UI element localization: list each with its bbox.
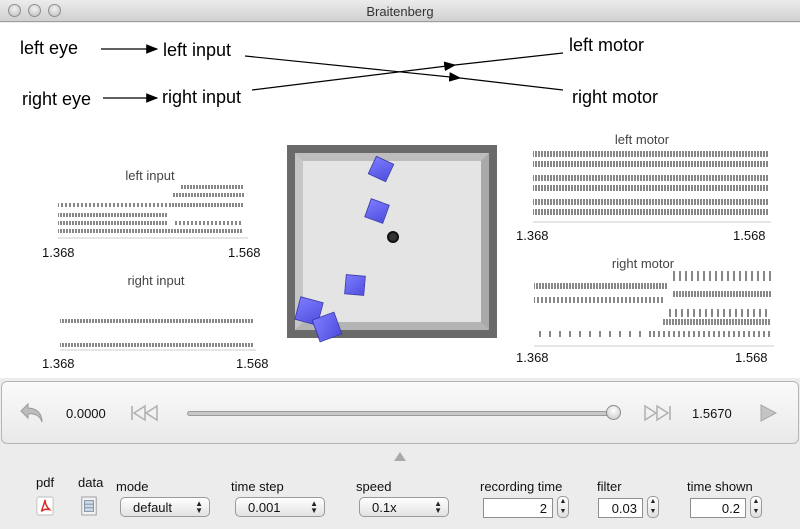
recording-time-label: recording time	[480, 479, 563, 494]
left-motor-end-label: 1.568	[733, 228, 766, 243]
left-motor-spikes	[533, 151, 768, 215]
cross-arrow-left-to-right	[244, 55, 462, 82]
close-window-button[interactable]	[8, 4, 21, 17]
time-step-label: time step	[231, 479, 284, 494]
obstacle-cube	[344, 274, 366, 296]
right-motor-start-label: 1.368	[516, 350, 549, 365]
cross-arrow-left-to-right-tail	[459, 77, 564, 91]
left-input-spikes	[58, 185, 244, 233]
time-step-value: 0.001	[248, 500, 281, 515]
data-file-icon[interactable]	[80, 496, 98, 516]
mode-label: mode	[116, 479, 149, 494]
wiring-arrows	[101, 44, 564, 103]
left-motor-raster-title: left motor	[614, 132, 670, 147]
recording-time-field[interactable]: 2	[483, 498, 553, 518]
left-eye-label: left eye	[20, 38, 79, 58]
filter-label: filter	[597, 479, 622, 494]
time-shown-field[interactable]: 0.2	[690, 498, 746, 518]
right-motor-label: right motor	[572, 87, 659, 107]
right-eye-label: right eye	[22, 89, 92, 109]
right-input-end-label: 1.568	[236, 356, 269, 371]
right-input-raster-title: right input	[127, 273, 185, 288]
time-step-select[interactable]: 0.001 ▲▼	[235, 497, 325, 517]
speed-label: speed	[356, 479, 392, 494]
right-input-start-label: 1.368	[42, 356, 75, 371]
left-motor-label: left motor	[569, 35, 645, 55]
time-shown-label: time shown	[687, 479, 753, 494]
data-label: data	[78, 475, 104, 490]
time-shown-stepper[interactable]: ▲▼	[750, 496, 762, 518]
main-canvas: left eye left input right eye right inpu…	[0, 23, 800, 378]
filter-stepper[interactable]: ▲▼	[647, 496, 659, 518]
arena[interactable]	[287, 145, 497, 343]
obstacle-cube	[364, 198, 390, 224]
right-motor-end-label: 1.568	[735, 350, 768, 365]
timeline-slider-track[interactable]	[187, 411, 615, 416]
popup-arrows-icon: ▲▼	[195, 499, 203, 515]
pdf-icon[interactable]	[36, 496, 54, 516]
right-input-raster	[60, 319, 256, 351]
left-input-start-label: 1.368	[42, 245, 75, 260]
left-input-label: left input	[163, 40, 232, 60]
right-motor-raster-title: right motor	[611, 256, 675, 271]
play-icon[interactable]	[758, 403, 778, 423]
zoom-window-button[interactable]	[48, 4, 61, 17]
left-motor-start-label: 1.368	[516, 228, 549, 243]
right-input-spikes	[60, 319, 253, 347]
window-title: Braitenberg	[366, 4, 434, 19]
left-motor-raster	[533, 151, 771, 223]
skip-forward-icon[interactable]	[642, 404, 672, 422]
cross-arrow-right-to-left-tail	[454, 52, 564, 66]
current-time: 0.0000	[66, 406, 106, 421]
undo-icon[interactable]	[18, 400, 46, 426]
skip-back-icon[interactable]	[130, 404, 160, 422]
left-input-end-label: 1.568	[228, 245, 261, 260]
recording-time-stepper[interactable]: ▲▼	[557, 496, 569, 518]
right-motor-spikes	[534, 271, 771, 337]
arena-floor	[294, 155, 481, 343]
cross-arrow-right-to-left	[251, 61, 457, 91]
end-time: 1.5670	[692, 406, 732, 421]
obstacle-cube	[367, 155, 395, 183]
minimize-window-button[interactable]	[28, 4, 41, 17]
popup-arrows-icon: ▲▼	[310, 499, 318, 515]
vehicle	[387, 231, 399, 243]
pdf-label: pdf	[36, 475, 55, 490]
mode-select[interactable]: default ▲▼	[120, 497, 210, 517]
collapse-triangle-icon[interactable]	[394, 452, 406, 461]
left-input-raster	[58, 185, 248, 239]
right-input-label: right input	[162, 87, 242, 107]
timeline-slider-knob[interactable]	[606, 405, 621, 420]
popup-arrows-icon: ▲▼	[434, 499, 442, 515]
arena-wall	[294, 153, 489, 343]
playback-bar: 0.0000 1.5670	[1, 381, 799, 444]
right-motor-raster	[534, 271, 774, 347]
mode-value: default	[133, 500, 173, 515]
speed-value: 0.1x	[372, 500, 397, 515]
left-input-raster-title: left input	[125, 168, 175, 183]
title-bar: Braitenberg	[0, 0, 800, 22]
speed-select[interactable]: 0.1x ▲▼	[359, 497, 449, 517]
filter-field[interactable]: 0.03	[598, 498, 643, 518]
